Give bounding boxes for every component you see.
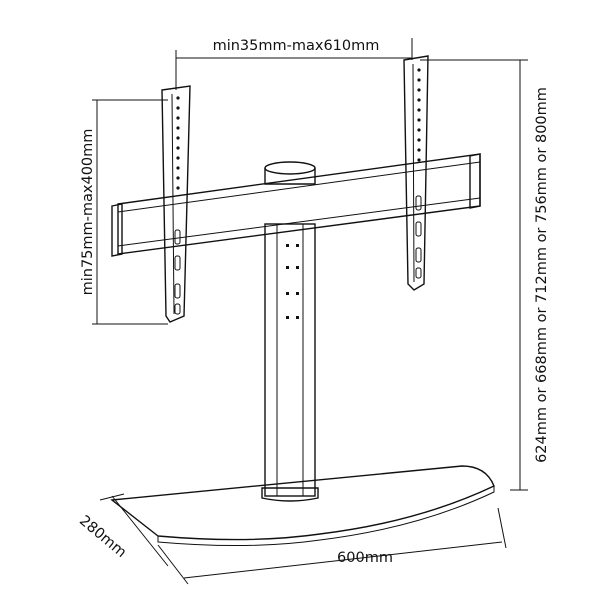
left-vesa-arm — [161, 85, 191, 323]
right-arm-holes — [417, 68, 421, 162]
base-width-label: 600mm — [337, 550, 393, 566]
base-width-ext-left — [157, 544, 189, 585]
base-depth-dimension: 280mm — [76, 493, 169, 567]
top-width-label: min35mm-max610mm — [213, 38, 380, 54]
left-height-dimension: min75mm-max400mm — [80, 99, 168, 325]
right-height-label: 624mm or 668mm or 712mm or 756mm or 800m… — [534, 87, 550, 463]
base-width-line — [183, 541, 503, 579]
right-arm-slots — [415, 195, 422, 279]
left-arm-holes — [176, 96, 180, 190]
right-vesa-arm — [403, 55, 429, 291]
horizontal-crossbar — [111, 153, 481, 257]
right-height-dimension: 624mm or 668mm or 712mm or 756mm or 800m… — [420, 59, 550, 491]
left-height-label: min75mm-max400mm — [80, 129, 96, 296]
base-plate — [110, 465, 495, 547]
column-top-cap — [264, 161, 316, 185]
base-depth-ext-top — [99, 493, 125, 501]
base-width-dimension: 600mm — [157, 507, 507, 585]
support-column — [261, 223, 319, 502]
top-width-dimension: min35mm-max610mm — [175, 38, 413, 90]
column-holes — [286, 244, 299, 319]
left-arm-slots — [174, 229, 181, 315]
base-depth-label: 280mm — [76, 513, 129, 561]
base-width-ext-right — [497, 507, 507, 549]
